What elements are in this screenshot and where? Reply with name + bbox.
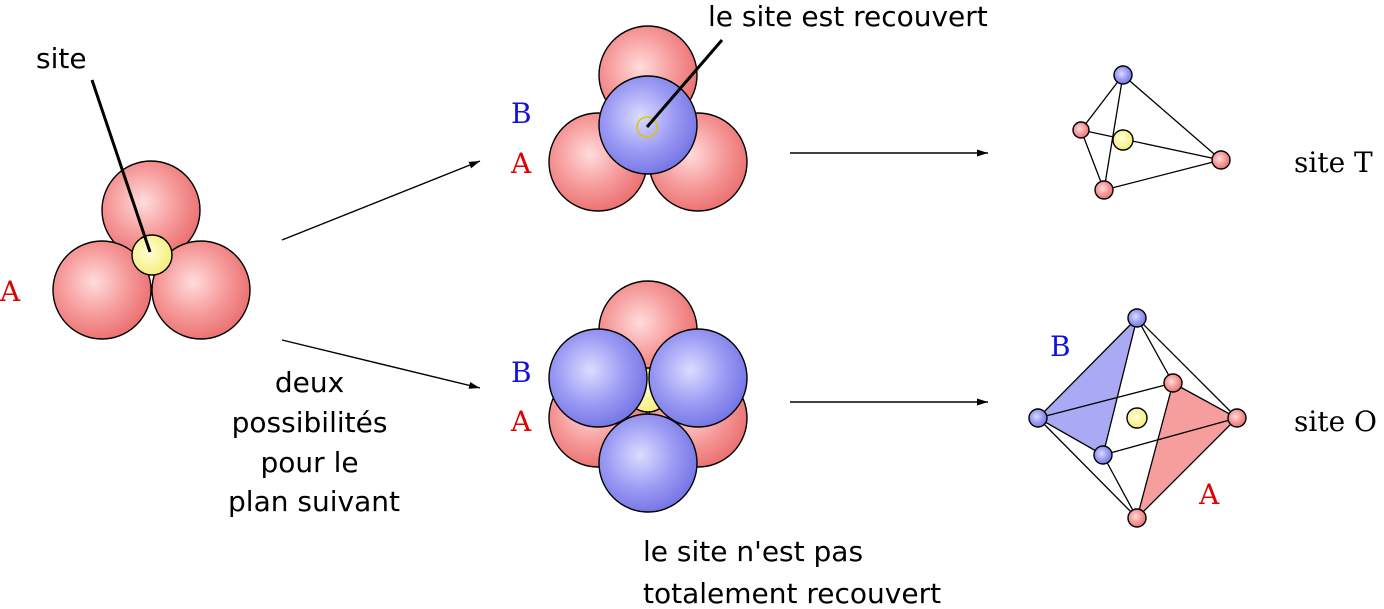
vertex-b (1028, 408, 1048, 428)
not-covered-label: le site n'est pas totalement recouvert (643, 535, 941, 609)
layer-a-group (52, 79, 251, 340)
tetrahedron (1072, 65, 1231, 200)
sphere-b (648, 328, 748, 428)
layer-b-label: B (511, 356, 532, 389)
vertex-a (1072, 121, 1090, 139)
arrow-to-octahedral (281, 339, 481, 389)
site-o-label: site O (1294, 405, 1377, 438)
octahedral-stack (548, 280, 748, 513)
tetrahedral-stack (548, 25, 748, 212)
layer-a-label: A (0, 275, 21, 308)
vertex-a (1227, 408, 1247, 428)
octahedron-layer-a-label: A (1198, 478, 1220, 511)
site-t-label: site T (1294, 146, 1373, 179)
face-b (1036, 315, 1139, 456)
sphere-a (52, 240, 152, 340)
vertex-a (1127, 508, 1147, 528)
sphere-b (598, 413, 698, 513)
site-o-center (1126, 407, 1148, 429)
layer-a-label: A (510, 147, 532, 180)
face-a (1135, 382, 1239, 521)
covered-pointer-line (645, 39, 724, 128)
vertex-a (1163, 373, 1183, 393)
octahedron-layer-b-label: B (1050, 330, 1071, 363)
arrow-to-tetrahedral (281, 160, 481, 241)
vertex-a (1094, 180, 1114, 200)
vertex-b (1127, 308, 1147, 328)
vertex-a (1211, 150, 1231, 170)
site-t-center (1112, 129, 1134, 151)
sphere-a (151, 240, 251, 340)
site-pointer-line (90, 79, 152, 253)
vertex-b (1093, 445, 1113, 465)
possibilities-text: deux possibilités pour le plan suivant (228, 366, 400, 518)
covered-label: le site est recouvert (708, 0, 988, 33)
octahedron (1028, 308, 1247, 528)
vertex-b (1113, 65, 1133, 85)
layer-a-label: A (510, 405, 532, 438)
layer-b-label: B (511, 97, 532, 130)
interstitial-site (131, 234, 173, 276)
hidden-site-outline (636, 116, 658, 138)
sphere-b (548, 328, 648, 428)
site-label: site (36, 42, 87, 75)
